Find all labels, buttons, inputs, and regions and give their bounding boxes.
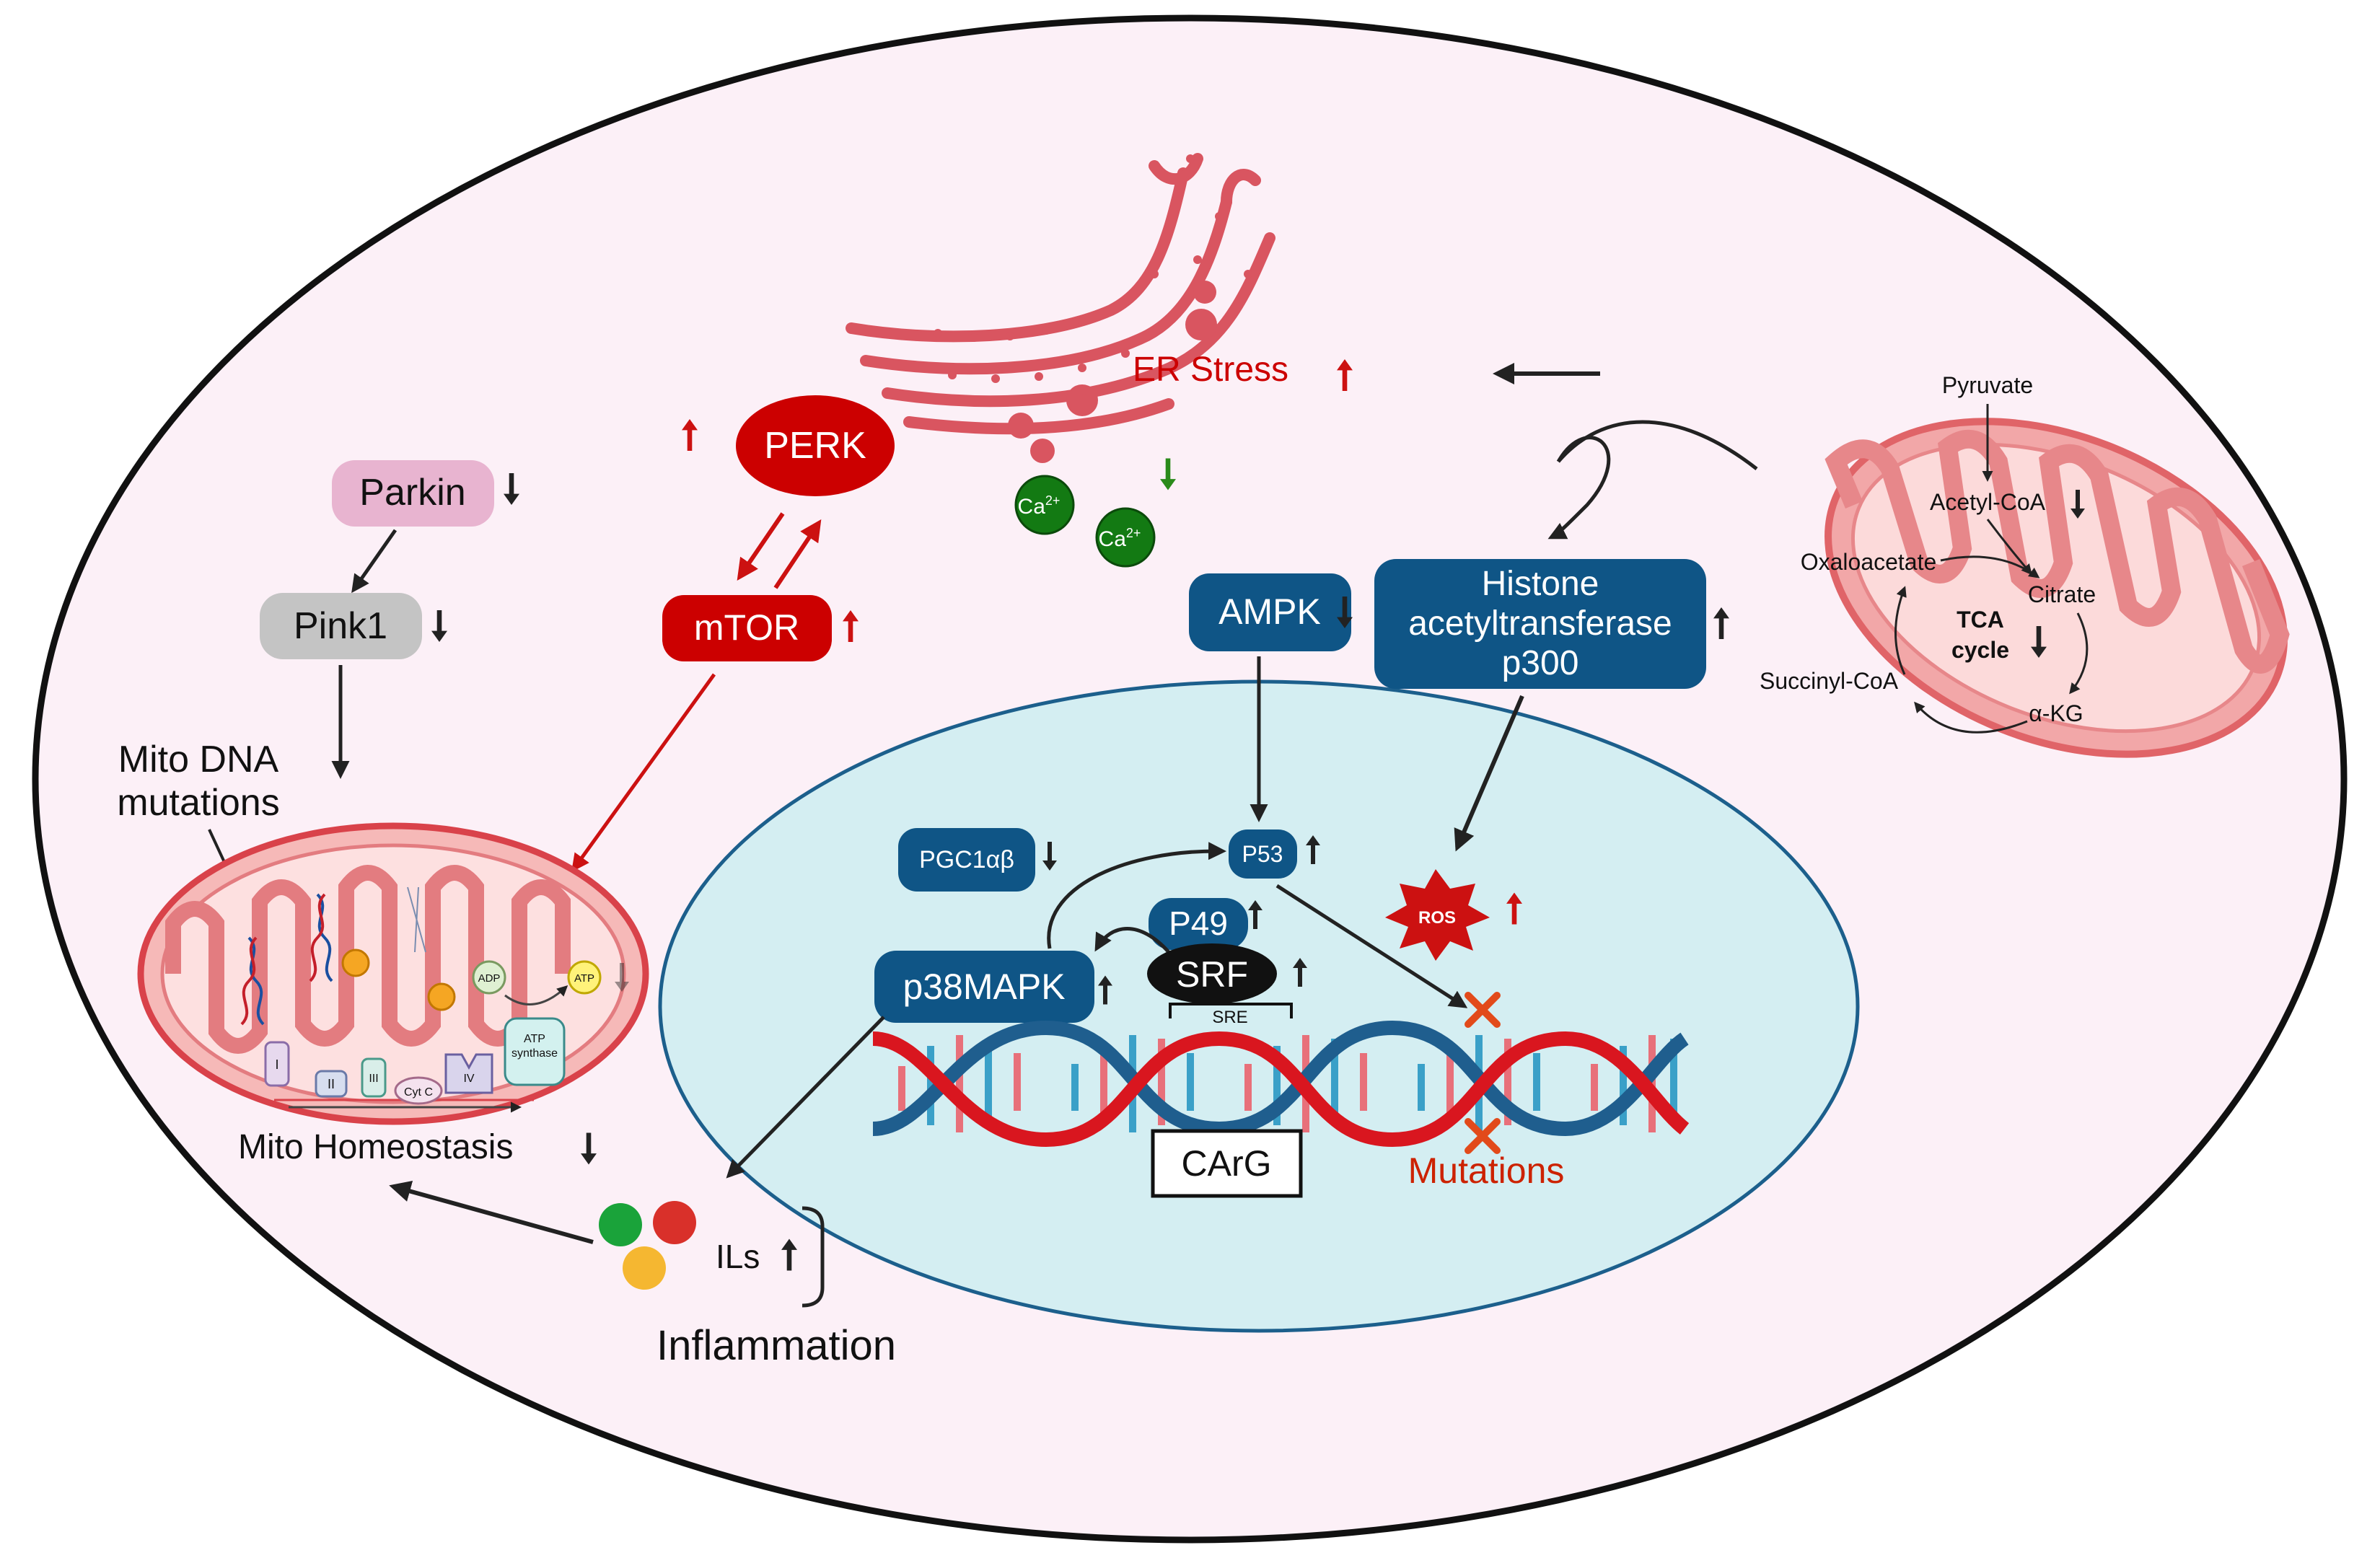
- arrow-right-mito-to-histone: [1557, 420, 1758, 470]
- atp-synthase-label-1: ATP: [524, 1033, 545, 1045]
- succinyl-coa-label: Succinyl-CoA: [1760, 668, 1899, 694]
- perk-label: PERK: [764, 425, 866, 467]
- parkin-label: Parkin: [359, 472, 465, 514]
- ampk-label: AMPK: [1218, 591, 1321, 632]
- mtor-node: [662, 595, 832, 661]
- pgc-label: PGC1αβ: [919, 846, 1014, 873]
- citrate-label: Citrate: [2028, 581, 2096, 607]
- p53-node: [1229, 829, 1297, 879]
- p49-node: [1149, 898, 1248, 950]
- inflammation-label: Inflammation: [657, 1322, 896, 1369]
- oxaloacetate-label: Oxaloacetate: [1801, 549, 1937, 575]
- cytokine-green: [599, 1203, 642, 1246]
- er-vesicles: [1008, 281, 1217, 463]
- endoplasmic-reticulum: [846, 153, 1275, 435]
- histone-label-1: Histone: [1482, 565, 1599, 603]
- ils-label: ILs: [716, 1238, 760, 1275]
- arrow-mtor-to-perk: [773, 519, 822, 589]
- calcium-label-2: Ca2+: [1099, 526, 1141, 551]
- arrow-p300-to-ros: [1454, 695, 1524, 852]
- srf-label: SRF: [1176, 954, 1248, 995]
- mito-homeostasis-label: Mito Homeostasis: [238, 1128, 513, 1166]
- akg-label: α-KG: [2029, 700, 2083, 726]
- arrow-p38-to-inflammation: [726, 1016, 885, 1179]
- arrow-mtor-to-mito: [571, 673, 716, 873]
- carg-label: CArG: [1182, 1143, 1272, 1184]
- arrow-right-mito-to-histone-b: [1547, 436, 1611, 540]
- calcium-text: Ca: [1018, 495, 1046, 519]
- inflammation-bracket: [802, 1206, 825, 1308]
- er-stress-label: ER Stress: [1133, 351, 1288, 389]
- srf-node: [1147, 943, 1277, 1004]
- complex-4-label: IV: [463, 1073, 474, 1085]
- adp-label: ADP: [478, 972, 501, 985]
- complex-1-label: I: [275, 1057, 278, 1072]
- mtor-label: mTOR: [694, 607, 799, 648]
- calcium-ion-2: [1095, 507, 1156, 568]
- arrow-p53-to-mutations: [1275, 884, 1468, 1008]
- pgc-node: [898, 828, 1035, 892]
- calcium-charge: 2+: [1126, 526, 1141, 540]
- sre-label: SRE: [1212, 1008, 1247, 1027]
- pink1-node: [260, 593, 422, 659]
- mitochondrion-left: I II III Cyt C IV ATP synthase ADP ATP: [137, 822, 649, 1125]
- tca-cycle: Pyruvate Acetyl-CoA Oxaloacetate Citrate…: [1760, 372, 2096, 734]
- p38mapk-label: p38MAPK: [903, 967, 1065, 1007]
- ros-label: ROS: [1418, 908, 1456, 928]
- tca-label-1: TCA: [1957, 607, 2004, 633]
- p38mapk-node: [874, 951, 1094, 1023]
- sre-bracket: [1169, 1003, 1293, 1018]
- arrow-srf-to-p38: [1094, 927, 1170, 954]
- histone-label-3: p300: [1502, 644, 1579, 682]
- parkin-node: [332, 460, 494, 527]
- mito-dna-label-1: Mito DNA: [118, 739, 279, 780]
- tca-label-2: cycle: [1951, 637, 2009, 663]
- ampk-node: [1189, 573, 1351, 651]
- mitochondrion-right: [1824, 418, 2290, 758]
- arrow-parkin-to-pink1: [351, 529, 398, 594]
- cytokine-red: [653, 1201, 696, 1244]
- arrow-ils-to-mito-homeostasis: [389, 1180, 594, 1244]
- dna-helix: [872, 1020, 1690, 1148]
- p53-label: P53: [1242, 841, 1283, 867]
- complex-3-label: III: [369, 1073, 378, 1085]
- calcium-ion-1: [1014, 475, 1075, 535]
- p49-label: P49: [1169, 905, 1228, 942]
- calcium-text: Ca: [1099, 527, 1127, 551]
- histone-label-2: acetyltransferase: [1408, 604, 1672, 643]
- atp-synthase-label-2: synthase: [511, 1047, 558, 1060]
- pyruvate-label: Pyruvate: [1942, 372, 2033, 398]
- mutation-x-icon: [1465, 992, 1501, 1028]
- atp-label: ATP: [574, 972, 594, 985]
- mutations-label: Mutations: [1408, 1150, 1565, 1191]
- cytokine-orange: [623, 1246, 666, 1290]
- histone-p300-node: [1374, 559, 1706, 689]
- calcium-label-1: Ca2+: [1018, 493, 1061, 519]
- ros-burst-icon: [1385, 869, 1490, 961]
- er-ribosomes: [934, 154, 1252, 383]
- carg-box: [1151, 1129, 1303, 1198]
- cyt-c-label: Cyt C: [404, 1086, 433, 1099]
- calcium-charge: 2+: [1045, 493, 1061, 508]
- arrow-perk-to-mtor: [737, 512, 785, 581]
- perk-node: [736, 395, 895, 496]
- complex-2-label: II: [328, 1077, 335, 1091]
- arrow-p38-to-p53: [1047, 842, 1226, 949]
- pink1-label: Pink1: [294, 605, 387, 647]
- mutation-x-icon: [1465, 1118, 1501, 1154]
- mito-dna-label-2: mutations: [117, 782, 279, 824]
- acetyl-coa-label: Acetyl-CoA: [1930, 489, 2046, 515]
